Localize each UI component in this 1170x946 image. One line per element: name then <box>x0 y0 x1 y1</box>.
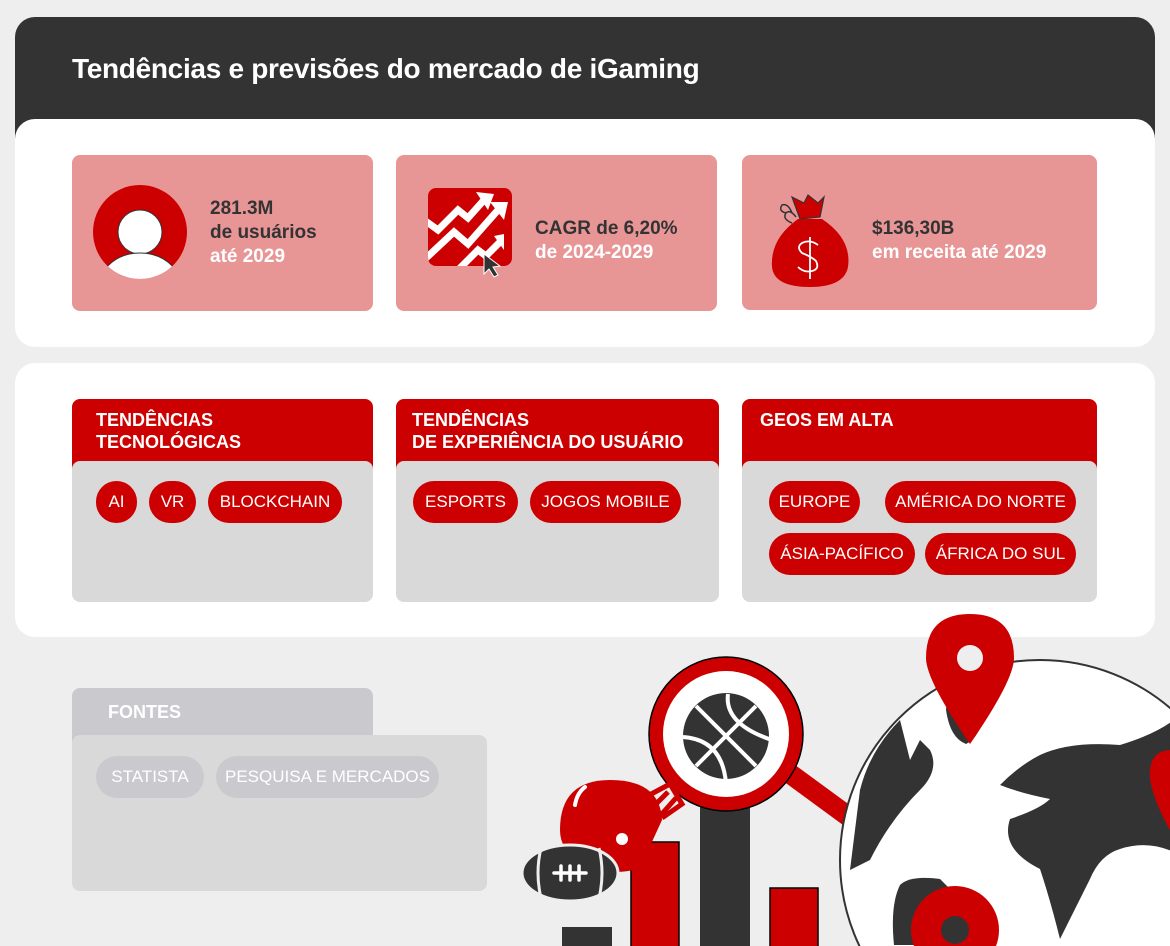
magnifier-basketball-icon <box>648 656 804 812</box>
stat-card-users: 281.3M de usuários até 2029 <box>72 155 373 311</box>
location-pin-icon <box>1149 750 1170 831</box>
trend-title-line2: DE EXPERIÊNCIA DO USUÁRIO <box>412 432 684 452</box>
trends-panel: TENDÊNCIAS TECNOLÓGICAS AI VR BLOCKCHAIN… <box>15 363 1155 637</box>
tag-america-do-norte[interactable]: AMÉRICA DO NORTE <box>885 481 1076 523</box>
money-bag-icon <box>771 194 849 287</box>
sources-title: FONTES <box>108 702 182 722</box>
trend-title-line1: TENDÊNCIAS <box>96 410 214 430</box>
stat-users-period: até 2029 <box>210 246 286 267</box>
tag-europe[interactable]: EUROPE <box>769 481 860 523</box>
tag-jogos-mobile[interactable]: JOGOS MOBILE <box>530 481 681 523</box>
stat-cagr-period: de 2024-2029 <box>535 242 654 263</box>
source-pesquisa-e-mercados[interactable]: PESQUISA E MERCADOS <box>216 756 439 798</box>
globe-icon <box>839 659 1170 946</box>
football-icon <box>520 843 620 903</box>
stats-panel: 281.3M de usuários até 2029 CAGR de 6,20… <box>15 119 1155 347</box>
location-pin-icon <box>926 614 1014 744</box>
stat-revenue-label: em receita até 2029 <box>872 242 1047 263</box>
trend-title-line1: TENDÊNCIAS <box>412 410 530 430</box>
location-pin-icon <box>911 886 999 946</box>
growth-chart-icon <box>428 188 512 278</box>
trend-title-line2: TECNOLÓGICAS <box>96 432 242 452</box>
tag-ai[interactable]: AI <box>96 481 137 523</box>
stat-users-label: de usuários <box>210 222 317 243</box>
tag-blockchain[interactable]: BLOCKCHAIN <box>208 481 342 523</box>
tag-area: EUROPE AMÉRICA DO NORTE ÁSIA-PACÍFICO ÁF… <box>742 461 1097 602</box>
stat-cagr-value: CAGR de 6,20% <box>535 218 678 239</box>
tag-africa-do-sul[interactable]: ÁFRICA DO SUL <box>925 533 1076 575</box>
tag-asia-pacifico[interactable]: ÁSIA-PACÍFICO <box>769 533 915 575</box>
sources-tag-area: STATISTA PESQUISA E MERCADOS <box>72 735 487 891</box>
trend-card-technology: TENDÊNCIAS TECNOLÓGICAS AI VR BLOCKCHAIN <box>72 399 373 602</box>
trend-title-line1: GEOS EM ALTA <box>760 410 894 430</box>
tag-esports[interactable]: ESPORTS <box>413 481 518 523</box>
tag-area: AI VR BLOCKCHAIN <box>72 461 373 602</box>
stat-card-revenue: $136,30B em receita até 2029 <box>742 155 1097 310</box>
market-illustration <box>520 614 1170 946</box>
tag-vr[interactable]: VR <box>149 481 196 523</box>
page-title: Tendências e previsões do mercado de iGa… <box>72 53 700 84</box>
stat-revenue-value: $136,30B <box>872 218 955 239</box>
source-statista[interactable]: STATISTA <box>96 756 204 798</box>
trend-card-user-experience: TENDÊNCIAS DE EXPERIÊNCIA DO USUÁRIO ESP… <box>396 399 719 602</box>
tag-area: ESPORTS JOGOS MOBILE <box>396 461 719 602</box>
stat-users-value: 281.3M <box>210 198 274 219</box>
trend-card-geos: GEOS EM ALTA EUROPE AMÉRICA DO NORTE ÁSI… <box>742 399 1097 602</box>
user-avatar-icon <box>93 185 187 279</box>
stat-card-cagr: CAGR de 6,20% de 2024-2029 <box>396 155 717 311</box>
